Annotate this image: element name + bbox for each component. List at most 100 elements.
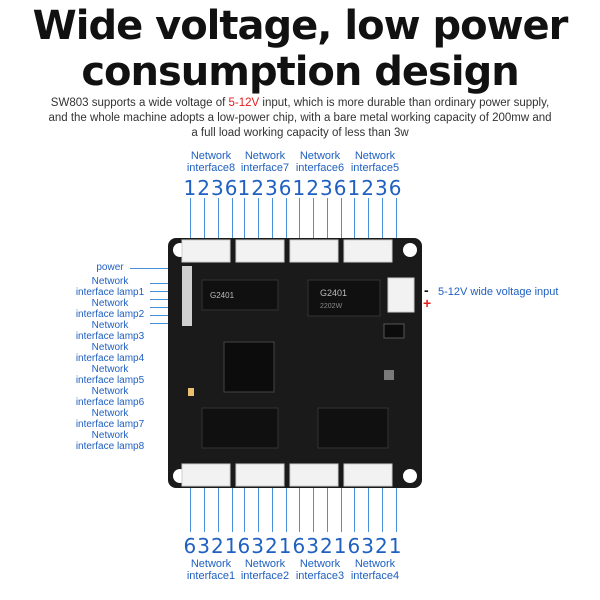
pin-lead [299,488,300,532]
label-line: interface lamp2 [75,309,145,320]
label-line: Network [190,558,232,570]
pcb-board: G2401 2202W G2401 [168,238,422,488]
switch-chip [223,341,275,393]
pin-lead [368,488,369,532]
chip-label: G2401 [210,291,235,300]
indicator-led [188,388,194,396]
magnetics-chip [201,407,279,449]
label-line: interface lamp6 [75,397,145,408]
pin-lead [396,198,397,240]
label-line: interface6 [295,162,345,174]
label-line: Network [91,386,129,397]
description-text: input, which is more durable than ordina… [259,97,550,109]
bottom-connectors [181,463,393,487]
label-line: interface4 [350,570,400,582]
bottom-pins-4: 6321 [347,534,403,558]
top-pins-6: 1236 [292,176,348,200]
lamp-lead [150,323,178,324]
top-connectors [181,239,393,263]
regulator [383,323,405,339]
label-line: Network [91,298,129,309]
description-text: SW803 supports a wide voltage of [50,97,229,109]
power-connector [387,277,415,313]
description-line3: a full load working capacity of less tha… [191,127,409,139]
pin-lead [313,198,314,240]
voltage-input-label: 5-12V wide voltage input [438,286,559,298]
bottom-pins-1: 6321 [183,534,239,558]
mount-hole [403,243,417,257]
pin-lead [190,198,191,240]
pin-lead [244,488,245,532]
magnetics-chip [201,279,279,311]
label-line: Network [91,364,129,375]
pin-lead [286,198,287,240]
pin-lead [382,488,383,532]
label-line: power [96,262,124,273]
pin-lead [299,198,300,240]
pin-lead [368,198,369,240]
label-line: interface lamp8 [75,441,145,452]
top-pins-7: 1236 [237,176,293,200]
pin-lead [354,198,355,240]
description-line1: SW803 supports a wide voltage of 5-12V i… [20,96,580,111]
bottom-pins-3: 6321 [292,534,348,558]
pin-lead [396,488,397,532]
label-line: Network [91,320,129,331]
pin-lead [258,198,259,240]
pin-lead [232,488,233,532]
bottom-pins-2: 6321 [237,534,293,558]
label-line: interface lamp4 [75,353,145,364]
lamp-label-power: power [70,262,150,273]
label-line: interface3 [295,570,345,582]
pin-lead [232,198,233,240]
pin-lead [272,488,273,532]
pin-lead [258,488,259,532]
label-line: Network [91,430,129,441]
pin-lead [327,488,328,532]
page-title-line2: consumption design [81,49,519,95]
top-pins-8: 1236 [183,176,239,200]
label-line: Network [299,150,341,162]
pin-lead [382,198,383,240]
magnetics-chip [307,279,381,317]
magnetics-chip [317,407,389,449]
pin-lead [327,198,328,240]
page-title-line1: Wide voltage, low power [32,3,569,49]
voltage-highlight: 5-12V [228,97,260,109]
minus-sign: - [424,282,429,298]
pin-lead [190,488,191,532]
label-line: Network [91,276,129,287]
pin-lead [341,488,342,532]
description-line2: and the whole machine adopts a low-power… [48,112,552,124]
label-line: interface7 [240,162,290,174]
lamp-lead [150,299,178,300]
pin-lead [286,488,287,532]
label-line: Network [91,342,129,353]
label-line: Network [91,408,129,419]
top-pins-5: 1236 [347,176,403,200]
label-line: Network [190,150,232,162]
label-line: Network [244,150,286,162]
pin-lead [244,198,245,240]
label-line: interface lamp3 [75,331,145,342]
label-line: interface lamp5 [75,375,145,386]
pin-lead [204,198,205,240]
pcb-body [168,238,422,488]
pin-lead [354,488,355,532]
plus-sign: + [423,295,432,311]
chip-label: G2401 [320,288,347,298]
lamp-lead [150,307,178,308]
